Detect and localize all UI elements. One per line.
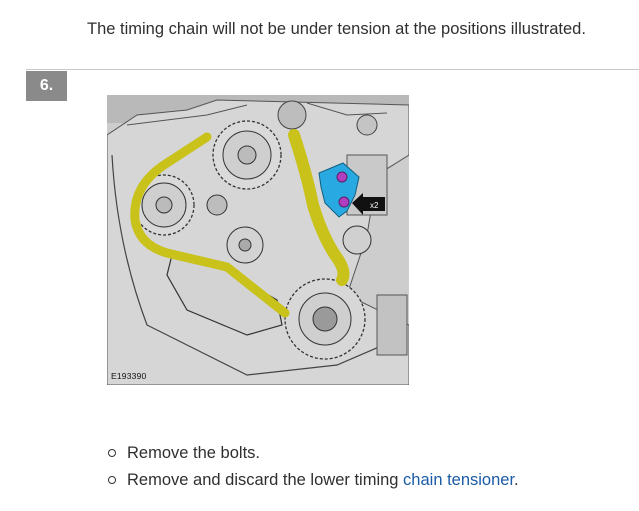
- step-divider: [26, 69, 639, 70]
- left-cam-sprocket: [133, 174, 195, 236]
- instruction-text: Remove the bolts.: [127, 444, 260, 462]
- instruction-item-bolts: Remove the bolts.: [105, 443, 519, 470]
- tensioner-bolt-lower: [338, 196, 350, 208]
- idler-pulley: [226, 226, 264, 264]
- instruction-text-before: Remove and discard the lower timing: [127, 471, 404, 489]
- tension-note: The timing chain will not be under tensi…: [87, 20, 586, 38]
- engine-drawing: x2: [107, 95, 409, 385]
- step-instructions: Remove the bolts. Remove and discard the…: [105, 443, 519, 497]
- engine-timing-illustration: x2 E193390: [107, 95, 409, 385]
- right-idler: [342, 225, 372, 255]
- bolt-callout: x2: [352, 193, 385, 215]
- tensioner-bolt-upper: [336, 171, 348, 183]
- timing-chain-left: [130, 132, 290, 318]
- bullet-icon: [108, 449, 116, 457]
- small-boss: [206, 194, 228, 216]
- timing-chain-right: [288, 129, 350, 286]
- bullet-icon: [108, 476, 116, 484]
- center-cam-sprocket: [212, 120, 282, 190]
- callout-count: x2: [370, 201, 379, 210]
- figure-id: E193390: [111, 371, 147, 381]
- step-number-badge: 6.: [26, 71, 67, 101]
- instruction-item-tensioner: Remove and discard the lower timing chai…: [105, 470, 519, 497]
- chain-tensioner-link[interactable]: chain tensioner: [403, 471, 515, 489]
- crankshaft-sprocket: [284, 278, 366, 360]
- instruction-text-after: .: [514, 471, 519, 489]
